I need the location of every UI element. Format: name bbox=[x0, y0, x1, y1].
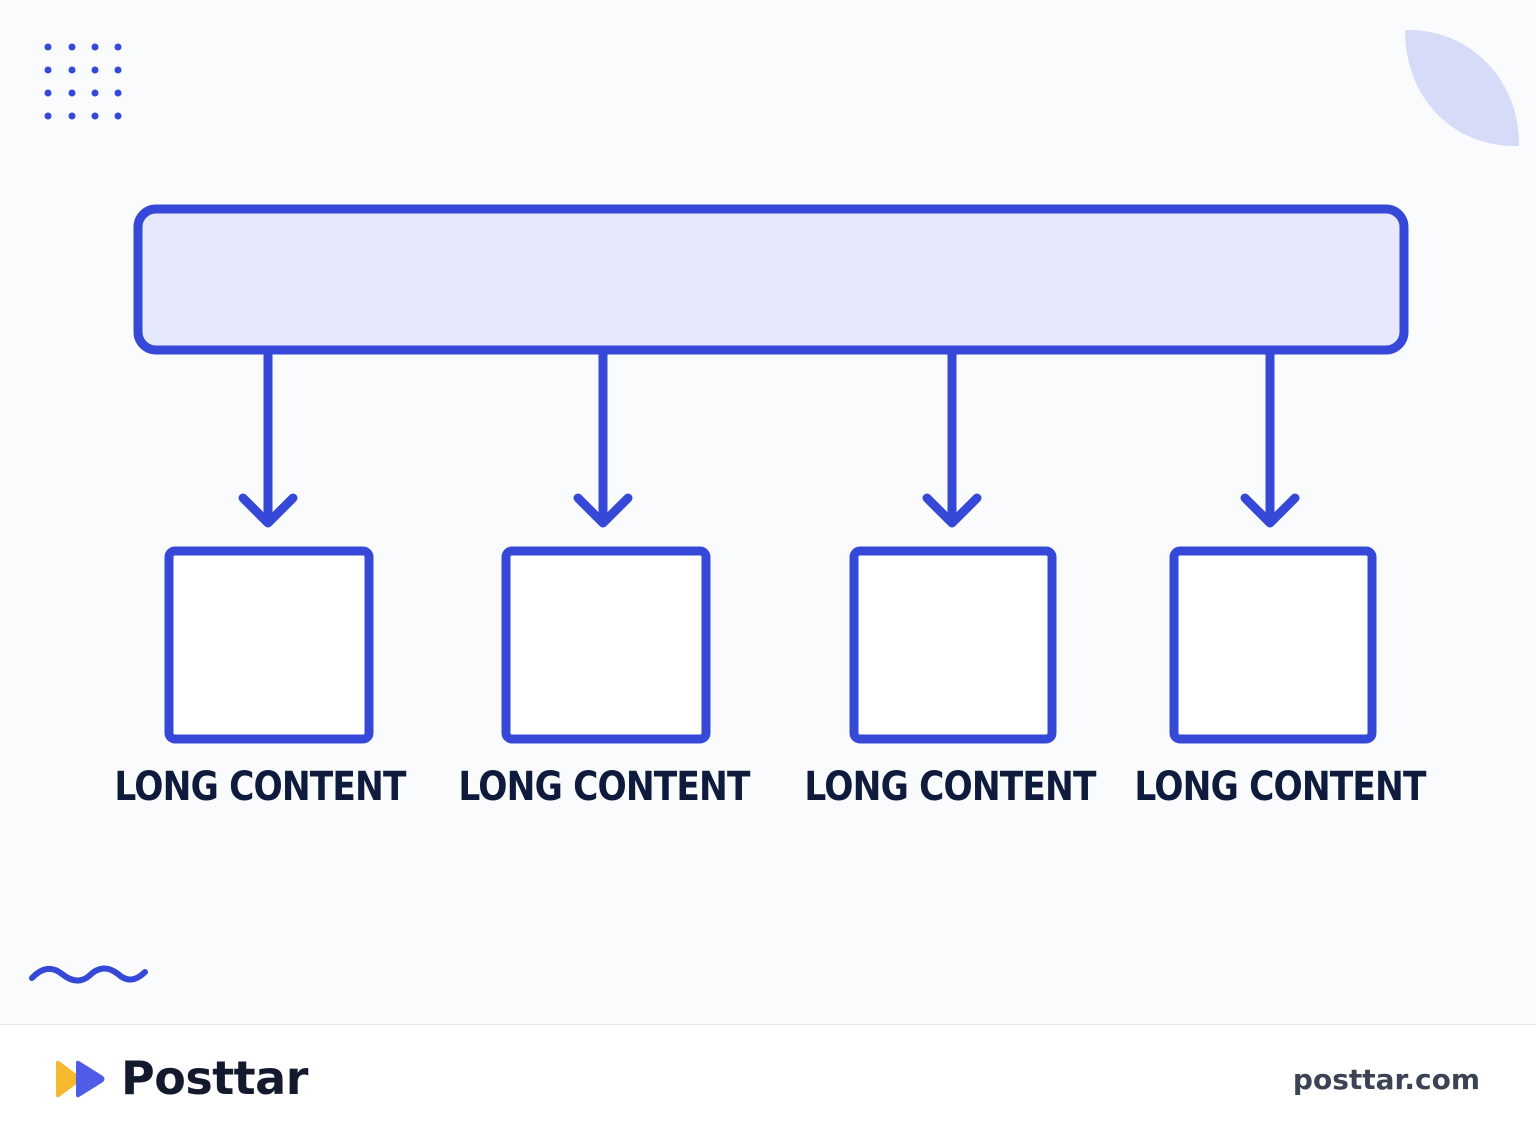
diagram-canvas bbox=[29, 29, 1520, 984]
child-label-4: LONG CONTENT bbox=[1134, 764, 1426, 810]
child-label-3: LONG CONTENT bbox=[804, 764, 1096, 810]
footer-bar: Posttar posttar.com bbox=[0, 1024, 1536, 1137]
child-box-1 bbox=[164, 546, 374, 744]
play-arrows-icon bbox=[56, 1060, 105, 1098]
child-box-2 bbox=[501, 546, 711, 744]
wave-decoration bbox=[29, 965, 148, 984]
child-label-2: LONG CONTENT bbox=[458, 764, 750, 810]
arrow-1 bbox=[238, 347, 298, 528]
parent-bar bbox=[133, 204, 1409, 355]
child-box-4 bbox=[1169, 546, 1377, 744]
leaf-decoration bbox=[1405, 29, 1520, 147]
child-box-3 bbox=[849, 546, 1057, 744]
site-url[interactable]: posttar.com bbox=[1292, 1063, 1480, 1096]
dot-grid-decoration bbox=[44, 43, 122, 120]
arrow-3 bbox=[922, 347, 982, 528]
arrow-2 bbox=[573, 347, 633, 528]
arrow-4 bbox=[1240, 347, 1300, 528]
child-label-1: LONG CONTENT bbox=[114, 764, 406, 810]
brand-name: Posttar bbox=[121, 1051, 308, 1105]
